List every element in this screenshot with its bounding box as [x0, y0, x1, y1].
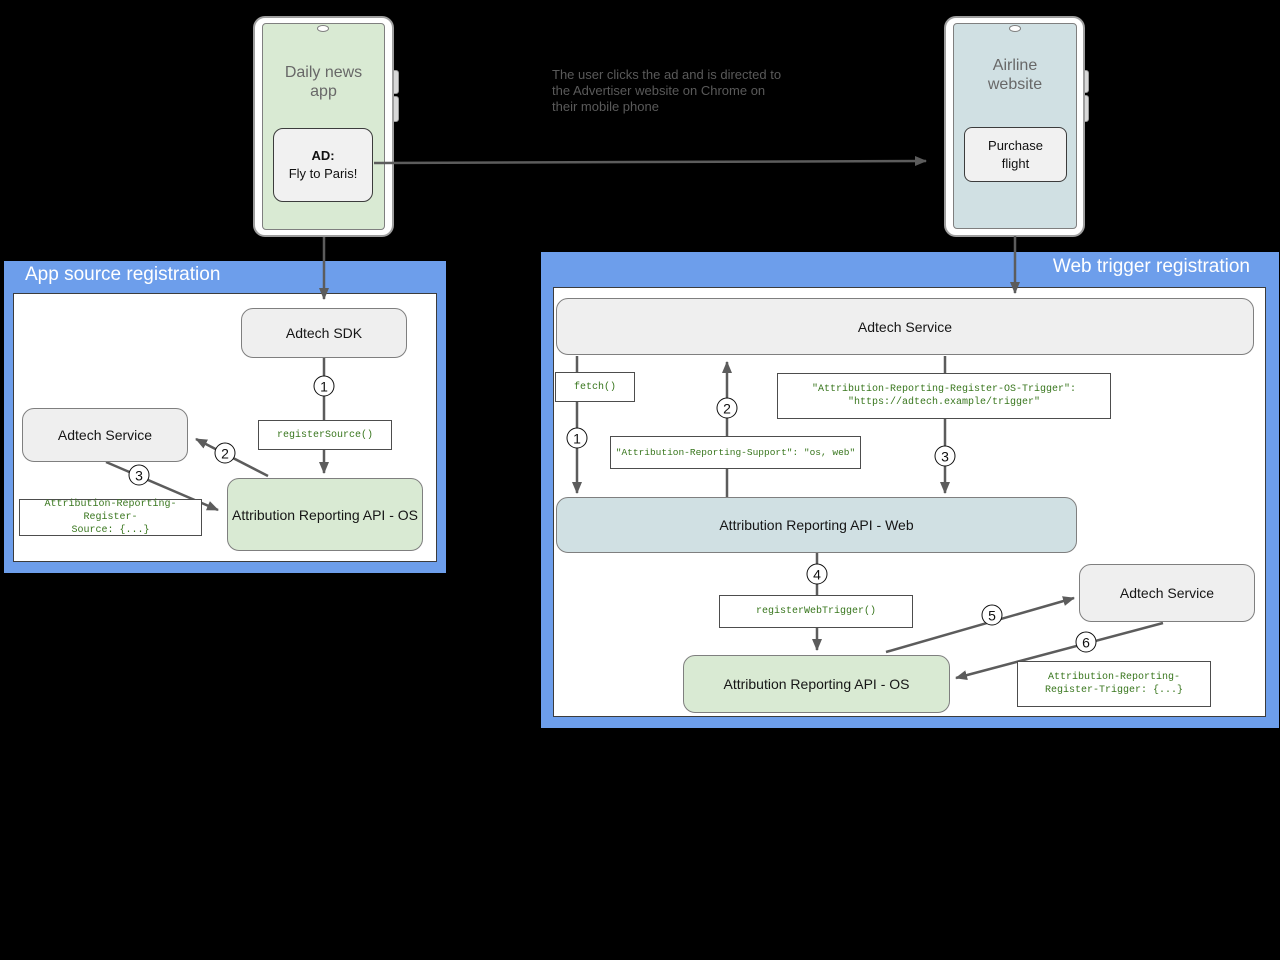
code-line: Attribution-Reporting-: [1047, 672, 1181, 683]
attribution-api-os-box-right: Attribution Reporting API - OS: [683, 655, 950, 713]
site-title-line: website: [987, 76, 1043, 93]
register-trigger-header-box: Attribution-Reporting- Register-Trigger:…: [1017, 661, 1211, 707]
annotation-line: their mobile phone: [552, 99, 659, 114]
os-trigger-header-box: "Attribution-Reporting-Register-OS-Trigg…: [777, 373, 1111, 419]
register-source-header-box: Attribution-Reporting-Register- Source: …: [19, 499, 202, 536]
web-trigger-registration-title: Web trigger registration: [1052, 256, 1250, 277]
step-badge-6-right: 6: [1075, 631, 1097, 653]
phone-airline-website: Airline website Purchase flight: [944, 16, 1085, 237]
code-line: "Attribution-Reporting-Register-OS-Trigg…: [811, 384, 1077, 395]
ad-button: AD: Fly to Paris!: [273, 128, 373, 202]
phone-screen: Daily news app AD: Fly to Paris!: [262, 23, 385, 230]
annotation-line: The user clicks the ad and is directed t…: [552, 67, 782, 82]
code-line: Register-Trigger: {...}: [1044, 685, 1184, 696]
adtech-sdk-box: Adtech SDK: [241, 308, 407, 358]
purchase-button-label: Purchase: [988, 137, 1043, 153]
app-title: Daily news app: [263, 63, 384, 101]
support-header-box: "Attribution-Reporting-Support": "os, we…: [610, 436, 861, 469]
app-title-line: Daily news: [284, 64, 363, 81]
code-line: Source: {...}: [71, 525, 150, 536]
app-title-line: app: [310, 83, 337, 100]
step-badge-2-right: 2: [716, 397, 738, 419]
phone-screen: Airline website Purchase flight: [953, 23, 1077, 229]
annotation-text: The user clicks the ad and is directed t…: [552, 67, 781, 115]
ad-button-label: Fly to Paris!: [288, 166, 358, 181]
app-source-registration-title: App source registration: [25, 264, 221, 285]
code-line: Attribution-Reporting-Register-: [44, 499, 177, 523]
site-title-line: Airline: [992, 57, 1038, 74]
step-badge-1-right: 1: [566, 427, 588, 449]
adtech-service-right-box: Adtech Service: [1079, 564, 1255, 622]
site-title: Airline website: [954, 56, 1076, 94]
attribution-api-os-box: Attribution Reporting API - OS: [227, 478, 423, 551]
arrow-ad-to-airline: [373, 156, 927, 167]
register-web-trigger-call-box: registerWebTrigger(): [719, 595, 913, 628]
phone-daily-news-app: Daily news app AD: Fly to Paris!: [253, 16, 394, 237]
step-badge-3-right: 3: [934, 445, 956, 467]
attribution-api-web-box: Attribution Reporting API - Web: [556, 497, 1077, 553]
register-source-call-box: registerSource(): [258, 420, 392, 450]
fetch-call-box: fetch(): [555, 372, 635, 402]
step-badge-5-right: 5: [981, 604, 1003, 626]
purchase-button-label: flight: [1001, 155, 1030, 171]
step-badge-1-left: 1: [313, 375, 335, 397]
step-badge-4-right: 4: [806, 563, 828, 585]
phone-camera-icon: [317, 25, 329, 32]
annotation-line: the Advertiser website on Chrome on: [552, 83, 766, 98]
purchase-flight-button: Purchase flight: [964, 127, 1067, 182]
step-badge-2-left: 2: [214, 442, 236, 464]
step-badge-3-left: 3: [128, 464, 150, 486]
phone-camera-icon: [1009, 25, 1021, 32]
ad-button-label: AD:: [311, 148, 335, 163]
adtech-service-box: Adtech Service: [22, 408, 188, 462]
code-line: "https://adtech.example/trigger": [847, 397, 1040, 408]
adtech-service-top-box: Adtech Service: [556, 298, 1254, 355]
